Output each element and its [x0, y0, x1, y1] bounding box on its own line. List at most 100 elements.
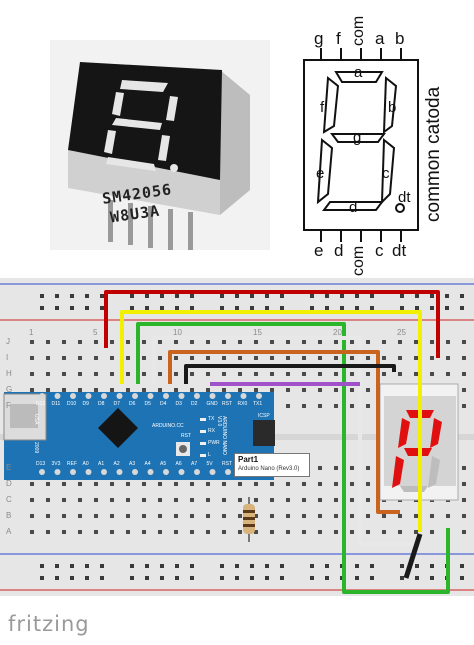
breadboard-hole[interactable]	[238, 498, 242, 502]
breadboard-hole[interactable]	[142, 498, 146, 502]
breadboard-hole[interactable]	[382, 372, 386, 376]
breadboard-hole[interactable]	[78, 356, 82, 360]
breadboard-hole[interactable]	[334, 466, 338, 470]
breadboard-hole[interactable]	[110, 482, 114, 486]
breadboard-hole[interactable]	[238, 482, 242, 486]
rail-hole[interactable]	[160, 294, 164, 298]
breadboard-hole[interactable]	[446, 514, 450, 518]
rail-hole[interactable]	[415, 306, 419, 310]
breadboard-hole[interactable]	[238, 372, 242, 376]
rail-hole[interactable]	[430, 306, 434, 310]
breadboard-hole[interactable]	[302, 388, 306, 392]
breadboard-hole[interactable]	[462, 514, 466, 518]
rail-hole[interactable]	[370, 294, 374, 298]
breadboard-hole[interactable]	[62, 530, 66, 534]
breadboard-hole[interactable]	[126, 340, 130, 344]
breadboard-hole[interactable]	[414, 530, 418, 534]
breadboard-hole[interactable]	[366, 404, 370, 408]
breadboard-hole[interactable]	[142, 530, 146, 534]
rail-hole[interactable]	[280, 306, 284, 310]
rail-hole[interactable]	[430, 294, 434, 298]
breadboard-hole[interactable]	[222, 498, 226, 502]
rail-hole[interactable]	[175, 294, 179, 298]
breadboard-hole[interactable]	[158, 514, 162, 518]
nano-pin[interactable]	[178, 469, 185, 475]
breadboard-hole[interactable]	[334, 372, 338, 376]
breadboard-hole[interactable]	[462, 356, 466, 360]
breadboard-hole[interactable]	[350, 498, 354, 502]
breadboard-hole[interactable]	[158, 356, 162, 360]
breadboard-hole[interactable]	[446, 356, 450, 360]
rail-hole[interactable]	[265, 294, 269, 298]
rail-hole[interactable]	[265, 306, 269, 310]
nano-pin[interactable]	[163, 393, 169, 399]
breadboard-hole[interactable]	[302, 498, 306, 502]
breadboard-hole[interactable]	[350, 514, 354, 518]
breadboard-hole[interactable]	[334, 482, 338, 486]
breadboard-hole[interactable]	[270, 340, 274, 344]
rail-hole[interactable]	[445, 294, 449, 298]
breadboard-hole[interactable]	[94, 482, 98, 486]
rail-hole[interactable]	[55, 564, 59, 568]
rail-hole[interactable]	[55, 576, 59, 580]
rail-hole[interactable]	[85, 306, 89, 310]
breadboard-hole[interactable]	[366, 498, 370, 502]
breadboard-hole[interactable]	[46, 340, 50, 344]
nano-pin[interactable]	[70, 469, 76, 475]
nano-pin[interactable]	[116, 469, 123, 475]
rail-hole[interactable]	[250, 294, 254, 298]
rail-hole[interactable]	[340, 306, 344, 310]
breadboard-hole[interactable]	[334, 498, 338, 502]
breadboard-hole[interactable]	[414, 340, 418, 344]
rail-hole[interactable]	[190, 564, 194, 568]
breadboard-hole[interactable]	[174, 530, 178, 534]
breadboard-hole[interactable]	[366, 466, 370, 470]
breadboard-hole[interactable]	[270, 356, 274, 360]
rail-hole[interactable]	[40, 294, 44, 298]
breadboard-hole[interactable]	[94, 388, 98, 392]
breadboard-hole[interactable]	[270, 530, 274, 534]
nano-pin[interactable]	[225, 393, 231, 399]
breadboard-hole[interactable]	[30, 482, 34, 486]
rail-hole[interactable]	[355, 306, 359, 310]
breadboard-hole[interactable]	[350, 372, 354, 376]
breadboard-hole[interactable]	[46, 482, 50, 486]
breadboard-hole[interactable]	[334, 514, 338, 518]
breadboard-hole[interactable]	[398, 372, 402, 376]
breadboard-hole[interactable]	[190, 482, 194, 486]
rail-hole[interactable]	[265, 564, 269, 568]
breadboard-hole[interactable]	[462, 340, 466, 344]
breadboard-hole[interactable]	[286, 530, 290, 534]
breadboard-hole[interactable]	[46, 388, 50, 392]
rail-hole[interactable]	[220, 576, 224, 580]
breadboard-hole[interactable]	[382, 530, 386, 534]
breadboard-hole[interactable]	[350, 530, 354, 534]
nano-pin[interactable]	[240, 393, 247, 399]
breadboard-hole[interactable]	[366, 356, 370, 360]
breadboard-hole[interactable]	[110, 530, 114, 534]
nano-pin[interactable]	[101, 469, 107, 475]
breadboard-hole[interactable]	[334, 404, 338, 408]
rail-hole[interactable]	[310, 294, 314, 298]
breadboard-hole[interactable]	[430, 372, 434, 376]
rail-hole[interactable]	[325, 306, 329, 310]
breadboard-hole[interactable]	[398, 530, 402, 534]
breadboard-hole[interactable]	[270, 482, 274, 486]
breadboard-hole[interactable]	[302, 530, 306, 534]
breadboard-hole[interactable]	[174, 498, 178, 502]
rail-hole[interactable]	[70, 576, 74, 580]
rail-hole[interactable]	[190, 306, 194, 310]
rail-hole[interactable]	[250, 564, 254, 568]
breadboard-hole[interactable]	[382, 356, 386, 360]
arduino-nano-board[interactable]	[4, 392, 274, 480]
breadboard-hole[interactable]	[430, 514, 434, 518]
breadboard-hole[interactable]	[270, 372, 274, 376]
breadboard-hole[interactable]	[350, 356, 354, 360]
nano-pin[interactable]	[256, 393, 262, 399]
breadboard-hole[interactable]	[238, 356, 242, 360]
rail-hole[interactable]	[85, 576, 89, 580]
rail-hole[interactable]	[460, 306, 464, 310]
rail-hole[interactable]	[355, 294, 359, 298]
nano-pin[interactable]	[178, 393, 185, 399]
breadboard-hole[interactable]	[30, 388, 34, 392]
